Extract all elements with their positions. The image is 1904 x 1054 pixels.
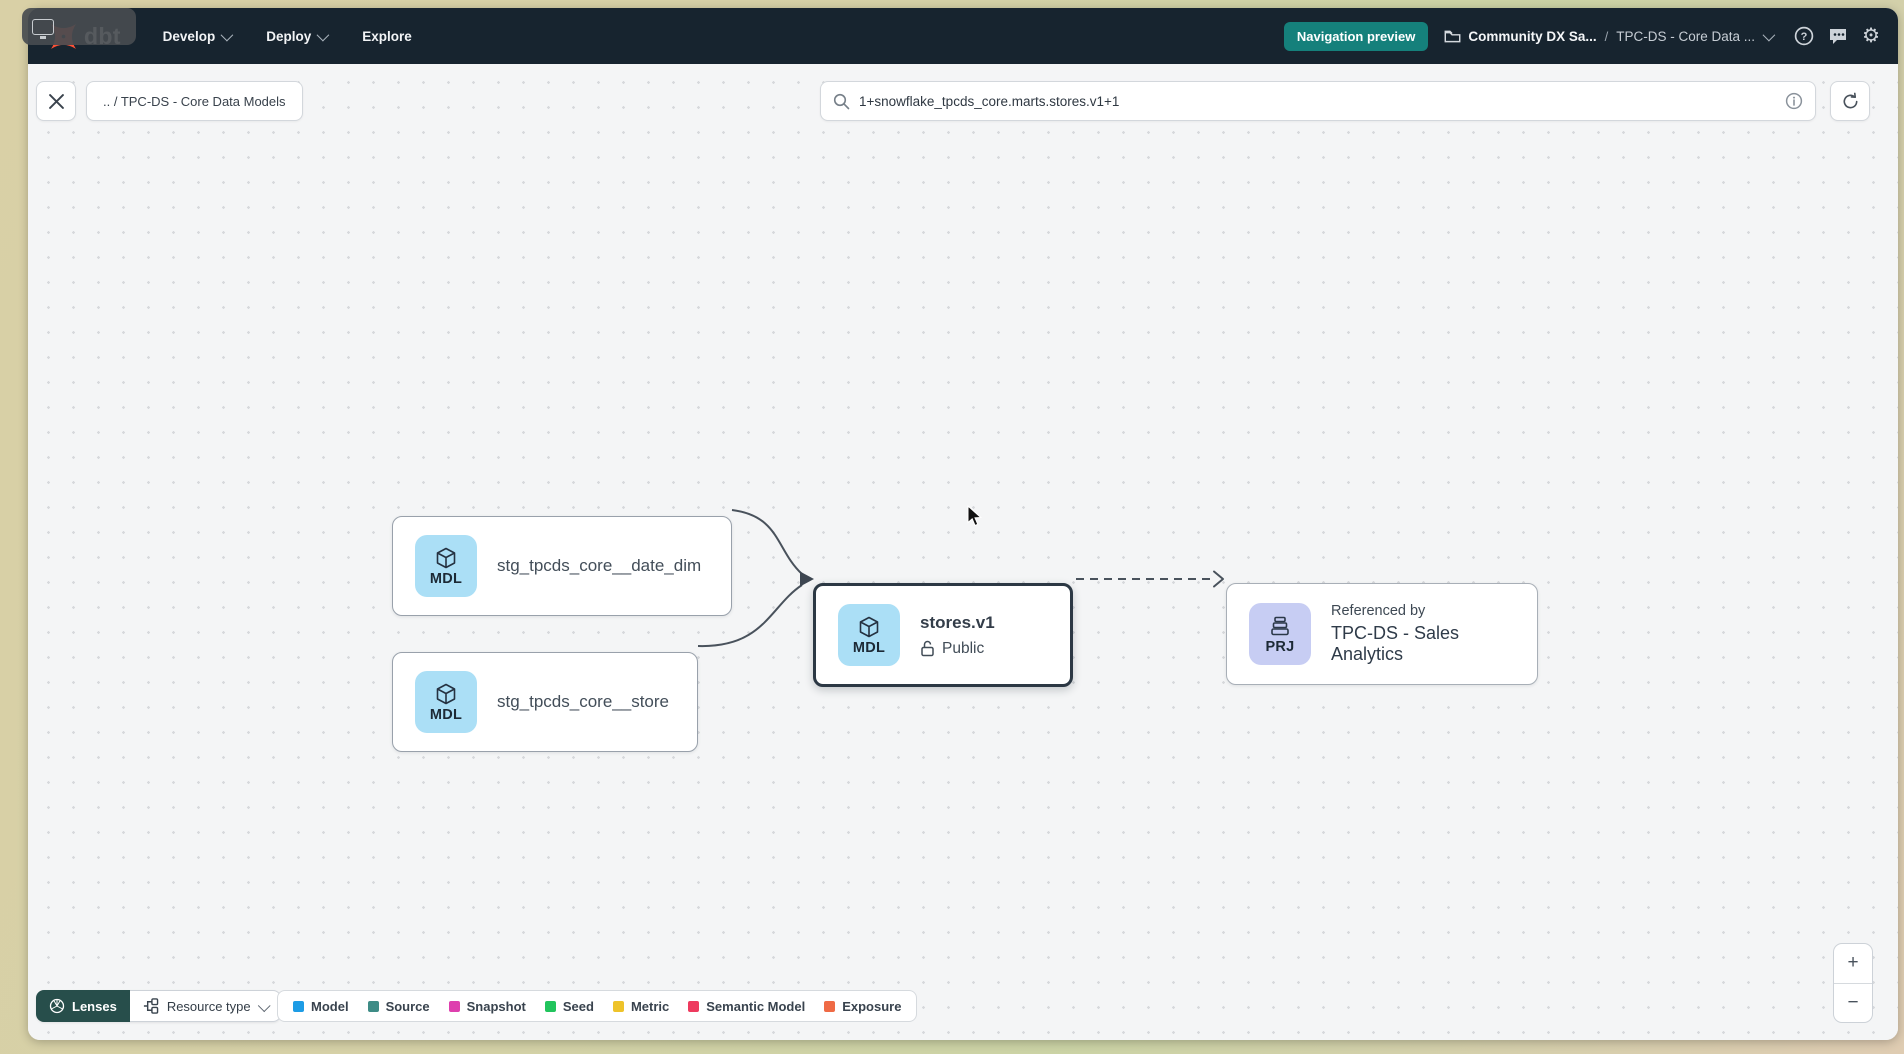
nav-item-label: Deploy — [266, 28, 312, 44]
cube-icon — [859, 616, 879, 637]
close-lineage-button[interactable] — [36, 81, 76, 121]
nav-item-label: Develop — [162, 28, 216, 44]
account-breadcrumb[interactable]: Community DX Sa... — [1444, 28, 1597, 44]
svg-text:?: ? — [1801, 31, 1808, 43]
nav-item-explore[interactable]: Explore — [362, 29, 412, 44]
node-title: stores.v1 — [920, 612, 995, 632]
nav-item-deploy[interactable]: Deploy — [266, 28, 330, 44]
navbar-right: Navigation preview Community DX Sa... / … — [1283, 8, 1880, 64]
badge-code-label: MDL — [429, 706, 463, 723]
legend-swatch — [612, 1000, 624, 1012]
chevron-down-icon[interactable] — [1762, 28, 1776, 41]
account-breadcrumb-label: Community DX Sa... — [1468, 28, 1597, 44]
node-stg-tpcds-core-date-dim[interactable]: MDL stg_tpcds_core__date_dim — [392, 516, 732, 616]
edge-arrowhead — [800, 571, 814, 587]
referenced-project-title: TPC-DS - Sales Analytics — [1331, 623, 1460, 664]
nav-item-develop[interactable]: Develop — [162, 28, 234, 44]
lenses-button[interactable]: Lenses — [36, 990, 130, 1022]
gear-icon[interactable]: ⚙ — [1862, 25, 1880, 47]
nav-item-label: Explore — [362, 28, 412, 44]
legend-item-snapshot: Snapshot — [448, 998, 526, 1014]
legend-label: Semantic Model — [706, 998, 806, 1014]
node-label: stg_tpcds_core__store — [497, 692, 669, 711]
legend-swatch — [293, 1000, 304, 1012]
breadcrumb: Community DX Sa... / TPC-DS - Core Data … — [1444, 28, 1776, 44]
display-icon — [32, 18, 54, 39]
cube-icon — [436, 683, 456, 704]
chevron-down-icon — [316, 28, 330, 41]
legend-label: Metric — [630, 998, 670, 1014]
chevron-down-icon — [257, 998, 271, 1012]
legend-item-exposure: Exposure — [824, 999, 901, 1014]
project-type-badge: PRJ — [1249, 603, 1311, 665]
lineage-breadcrumb-chip[interactable]: .. / TPC-DS - Core Data Models — [86, 81, 303, 121]
node-stg-tpcds-core-store[interactable]: MDL stg_tpcds_core__store — [392, 652, 698, 752]
folder-icon — [1444, 30, 1461, 42]
lineage-canvas[interactable]: MDL stg_tpcds_core__date_dim MDL stg_tpc… — [28, 64, 1898, 1040]
refresh-icon — [1843, 92, 1857, 108]
legend-item-metric: Metric — [612, 998, 670, 1014]
dbt-app-window: dbt Develop Deploy Explore Navigation pr… — [28, 8, 1898, 1040]
lens-controls: Lenses Resource type — [36, 990, 281, 1022]
legend-swatch — [544, 1000, 556, 1012]
info-icon[interactable] — [1785, 92, 1803, 110]
legend-item-model: Model — [293, 999, 349, 1014]
lens-aperture-icon — [49, 998, 65, 1014]
legend-label: Exposure — [842, 998, 902, 1014]
project-stack-icon — [1271, 616, 1289, 635]
legend-item-source: Source — [367, 998, 430, 1014]
help-icon[interactable]: ? — [1794, 26, 1814, 46]
resource-type-label: Resource type — [166, 998, 251, 1014]
legend-label: Source — [385, 998, 430, 1014]
access-label: Public — [942, 639, 985, 657]
legend-swatch — [824, 1000, 836, 1012]
lineage-selector-input[interactable] — [859, 93, 1785, 109]
screen-recorder-widget[interactable] — [22, 8, 136, 45]
legend-label: Model — [311, 998, 349, 1014]
lineage-edges — [697, 509, 1224, 648]
zoom-out-button[interactable]: − — [1847, 991, 1859, 1013]
model-type-badge: MDL — [415, 535, 477, 597]
project-breadcrumb[interactable]: TPC-DS - Core Data ... — [1616, 28, 1756, 44]
close-icon — [48, 93, 64, 109]
chevron-down-icon — [220, 28, 234, 41]
zoom-in-button[interactable]: + — [1834, 944, 1872, 984]
legend-swatch — [688, 1000, 700, 1012]
badge-code-label: MDL — [429, 570, 463, 587]
navigation-preview-badge[interactable]: Navigation preview — [1283, 21, 1429, 51]
search-icon — [833, 93, 850, 109]
access-row: Public — [920, 640, 995, 658]
referenced-by-kicker: Referenced by — [1331, 603, 1426, 619]
top-navbar: dbt Develop Deploy Explore Navigation pr… — [28, 8, 1898, 64]
node-label: stg_tpcds_core__date_dim — [497, 556, 702, 575]
refresh-lineage-button[interactable] — [1830, 81, 1870, 121]
node-stores-v1[interactable]: MDL stores.v1 Public — [813, 583, 1073, 687]
badge-code-label: PRJ — [1265, 638, 1295, 655]
resource-type-icon — [143, 998, 159, 1014]
legend-label: Snapshot — [466, 998, 526, 1014]
legend-swatch — [367, 1000, 379, 1012]
node-text-column: Referenced by TPC-DS - Sales Analytics — [1331, 603, 1515, 665]
legend-swatch — [448, 1000, 460, 1012]
resource-type-dropdown[interactable]: Resource type — [129, 990, 281, 1022]
cube-icon — [436, 547, 456, 568]
legend-label: Seed — [562, 998, 594, 1014]
lenses-label: Lenses — [72, 998, 117, 1014]
node-referenced-by-tpcds-sales-analytics[interactable]: PRJ Referenced by TPC-DS - Sales Analyti… — [1226, 583, 1538, 685]
lineage-search-bar — [820, 81, 1816, 121]
node-text-column: stores.v1 Public — [920, 613, 995, 658]
public-lock-icon — [921, 640, 934, 657]
legend-item-seed: Seed — [544, 998, 594, 1014]
navbar-icon-group: ? ⚙ — [1794, 26, 1880, 46]
badge-code-label: MDL — [852, 639, 886, 656]
zoom-controls: + − — [1833, 943, 1873, 1023]
breadcrumb-separator: / — [1604, 28, 1609, 44]
resource-type-legend: Model Source Snapshot Seed Metric Semant… — [277, 990, 918, 1022]
model-type-badge: MDL — [415, 671, 477, 733]
feedback-chat-icon[interactable] — [1828, 27, 1848, 46]
model-type-badge: MDL — [838, 604, 900, 666]
legend-item-semantic-model: Semantic Model — [688, 999, 805, 1014]
nav-menu: Develop Deploy Explore — [162, 28, 412, 44]
